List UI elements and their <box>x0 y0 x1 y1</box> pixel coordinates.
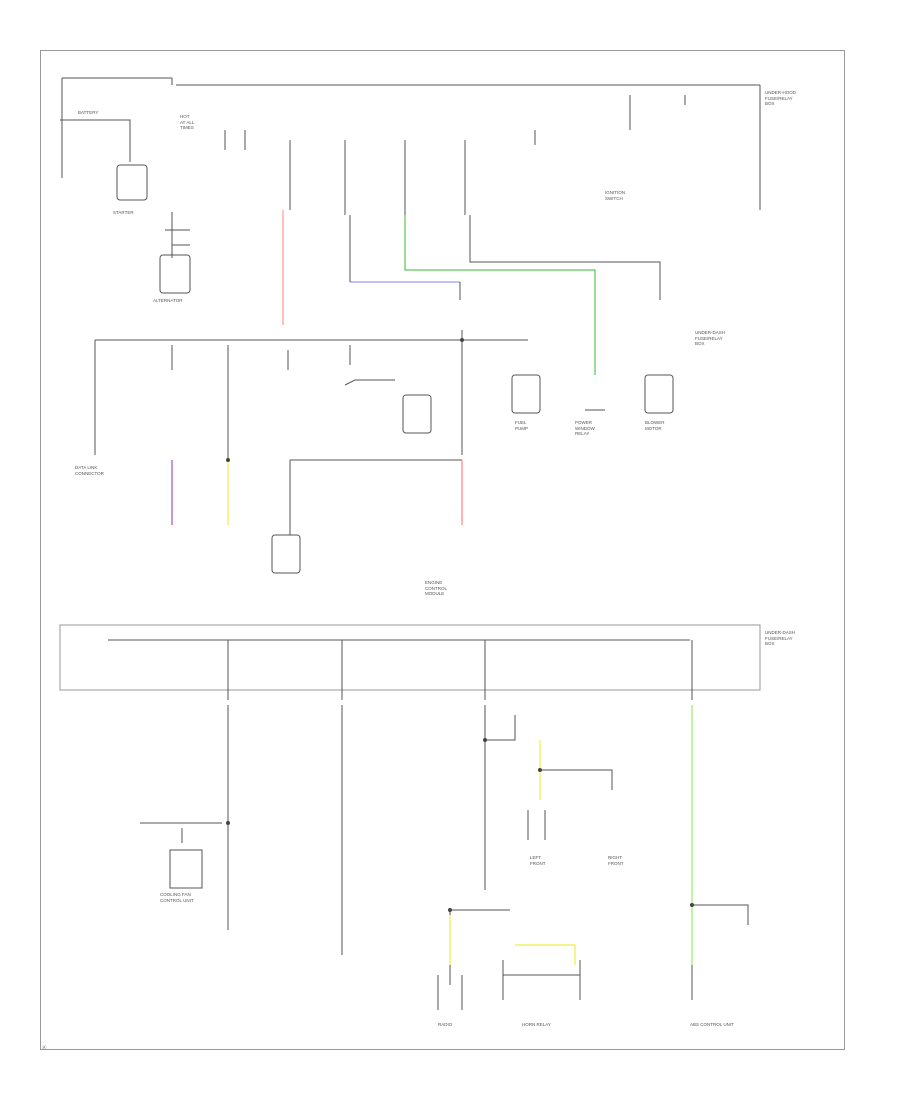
wire-gray-top <box>469 215 661 300</box>
label-radio: RADIO <box>438 1022 453 1027</box>
label-right-front: RIGHT FRONT <box>608 855 624 866</box>
label-data-link-connector: DATA LINK CONNECTOR <box>75 465 104 476</box>
junction-dots <box>226 338 694 912</box>
wire-green-top <box>404 215 596 375</box>
label-underhood-fuse-box: UNDER-HOOD FUSE/RELAY BOX <box>765 90 796 106</box>
top-colored-wires <box>282 210 661 375</box>
mid-feed <box>94 330 674 574</box>
label-ignition-switch: IGNITION SWITCH <box>605 190 625 201</box>
mid-colored-wires <box>171 460 463 525</box>
diagram-frame <box>40 50 845 1050</box>
label-abs-control-unit: ABS CONTROL UNIT <box>690 1022 734 1027</box>
label-alternator: ALTERNATOR <box>153 298 183 303</box>
bottom-wires <box>140 705 749 1010</box>
label-cooling-fan: COOLING FAN CONTROL UNIT <box>160 892 194 903</box>
label-battery: BATTERY <box>78 110 99 115</box>
wire-yellow-bottom-3 <box>515 944 576 965</box>
bottom-fuse-box <box>59 624 761 700</box>
label-horn-relay: HORN RELAY <box>522 1022 551 1027</box>
figure-code: Ⓐ <box>42 1045 47 1050</box>
label-blower-motor: BLOWER MOTOR <box>645 420 665 431</box>
label-engine-control-module: ENGINE CONTROL MODULE <box>425 580 448 596</box>
label-starter: STARTER <box>113 210 134 215</box>
label-power-window-relay: POWER WINDOW RELAY <box>575 420 595 436</box>
bottom-colored-wires <box>449 705 693 965</box>
label-hot-at-all-times: HOT AT ALL TIMES <box>180 114 195 130</box>
label-fuel-pump: FUEL PUMP <box>515 420 529 431</box>
label-underdash-fuse-box-mid: UNDER-DASH FUSE/RELAY BOX <box>695 330 726 346</box>
label-underdash-fuse-box-bottom: UNDER-DASH FUSE/RELAY BOX <box>765 630 796 646</box>
label-left-front: LEFT FRONT <box>530 855 546 866</box>
top-feed <box>60 77 761 294</box>
